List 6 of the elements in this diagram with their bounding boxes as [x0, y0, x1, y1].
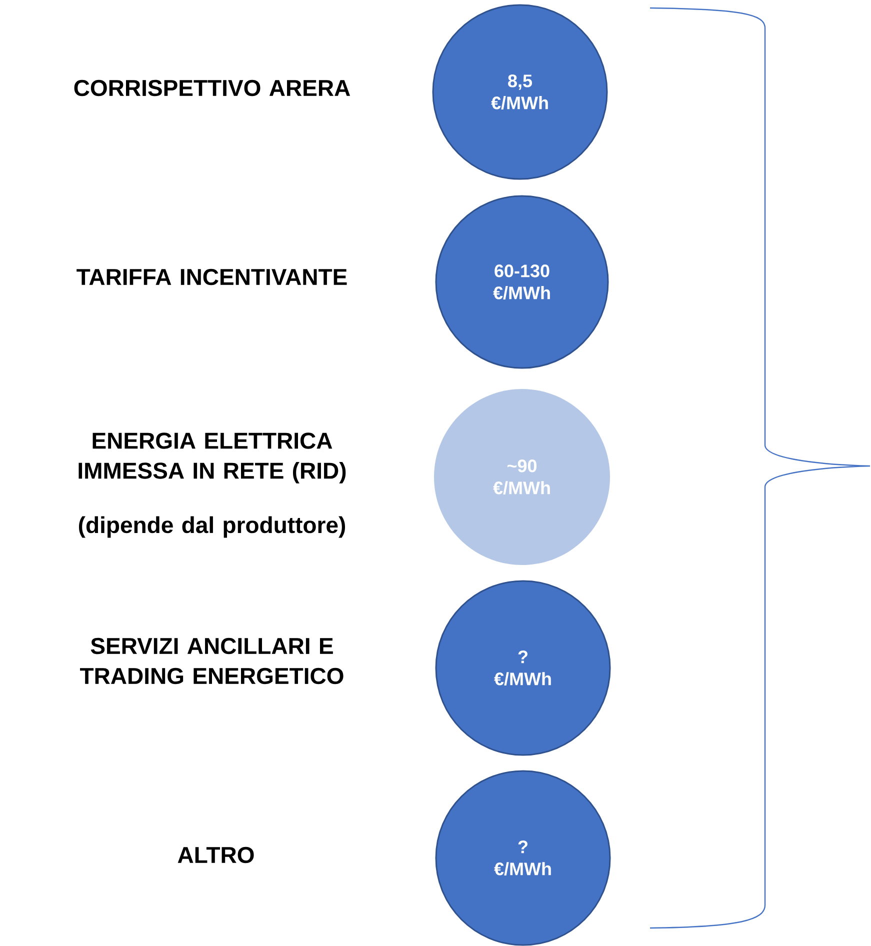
side-label: SERVIZI ANCILLARI E TRADING ENERGETICO: [80, 638, 344, 684]
side-label: ENERGIA ELETTRICA IMMESSA IN RETE (RID): [78, 432, 346, 484]
side-label: TARIFFA INCENTIVANTE: [76, 268, 347, 286]
side-label: (dipende dal produttore): [79, 516, 345, 538]
side-label: CORRISPETTIVO ARERA: [74, 80, 350, 96]
side-label: ALTRO: [178, 846, 254, 864]
